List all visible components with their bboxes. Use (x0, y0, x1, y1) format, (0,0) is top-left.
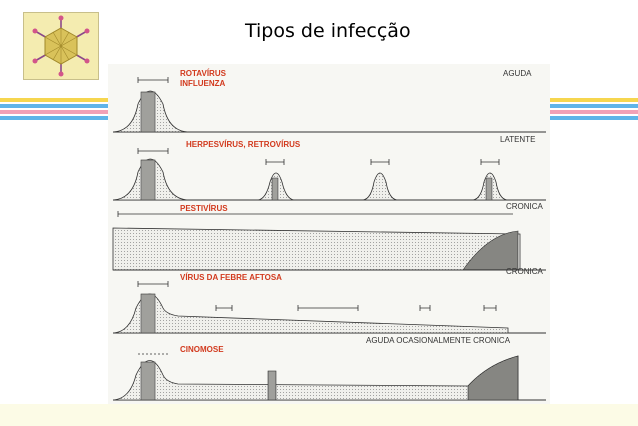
stripe-left-yellow (0, 98, 108, 102)
panel-acute-occasionally-chronic: CINOMOSE AGUDA OCASIONALMENTE CRONICA (112, 336, 546, 401)
panel-3-type: CRONICA (506, 202, 544, 211)
panel-4-type: CRONICA (506, 267, 544, 276)
stripe-left-blue2 (0, 116, 108, 120)
panel-3-label: PESTIVÍRUS (180, 204, 228, 213)
panel-chronic-1: PESTIVÍRUS CRONICA (112, 202, 546, 271)
panel-2-label: HERPESVÍRUS, RETROVÍRUS (186, 140, 301, 149)
stripe-right-blue (550, 104, 638, 108)
panel-1-label-1: ROTAVÍRUS (180, 69, 227, 78)
stripe-left-blue (0, 104, 108, 108)
stripe-right-yellow (550, 98, 638, 102)
panel-chronic-2: VÍRUS DA FEBRE AFTOSA CRONICA (112, 267, 546, 334)
bottom-band (0, 404, 638, 426)
panel-5-type: AGUDA OCASIONALMENTE CRONICA (366, 336, 511, 345)
panel-4-label: VÍRUS DA FEBRE AFTOSA (180, 273, 282, 282)
panel-1-type: AGUDA (503, 69, 532, 78)
logo (23, 12, 99, 80)
infection-types-figure: ROTAVÍRUS INFLUENZA AGUDA HERPESVÍRUS, R… (108, 64, 550, 404)
stripe-left-pink (0, 110, 108, 114)
stripe-right-blue2 (550, 116, 638, 120)
panel-1-label-2: INFLUENZA (180, 79, 226, 88)
panel-latent: HERPESVÍRUS, RETROVÍRUS LATENTE (112, 135, 546, 201)
adenovirus-icon (32, 15, 90, 77)
panel-acute: ROTAVÍRUS INFLUENZA AGUDA (112, 69, 546, 133)
panel-2-type: LATENTE (500, 135, 535, 144)
page-title: Tipos de infecção (245, 20, 411, 42)
panel-5-label: CINOMOSE (180, 345, 224, 354)
stripe-right-pink (550, 110, 638, 114)
